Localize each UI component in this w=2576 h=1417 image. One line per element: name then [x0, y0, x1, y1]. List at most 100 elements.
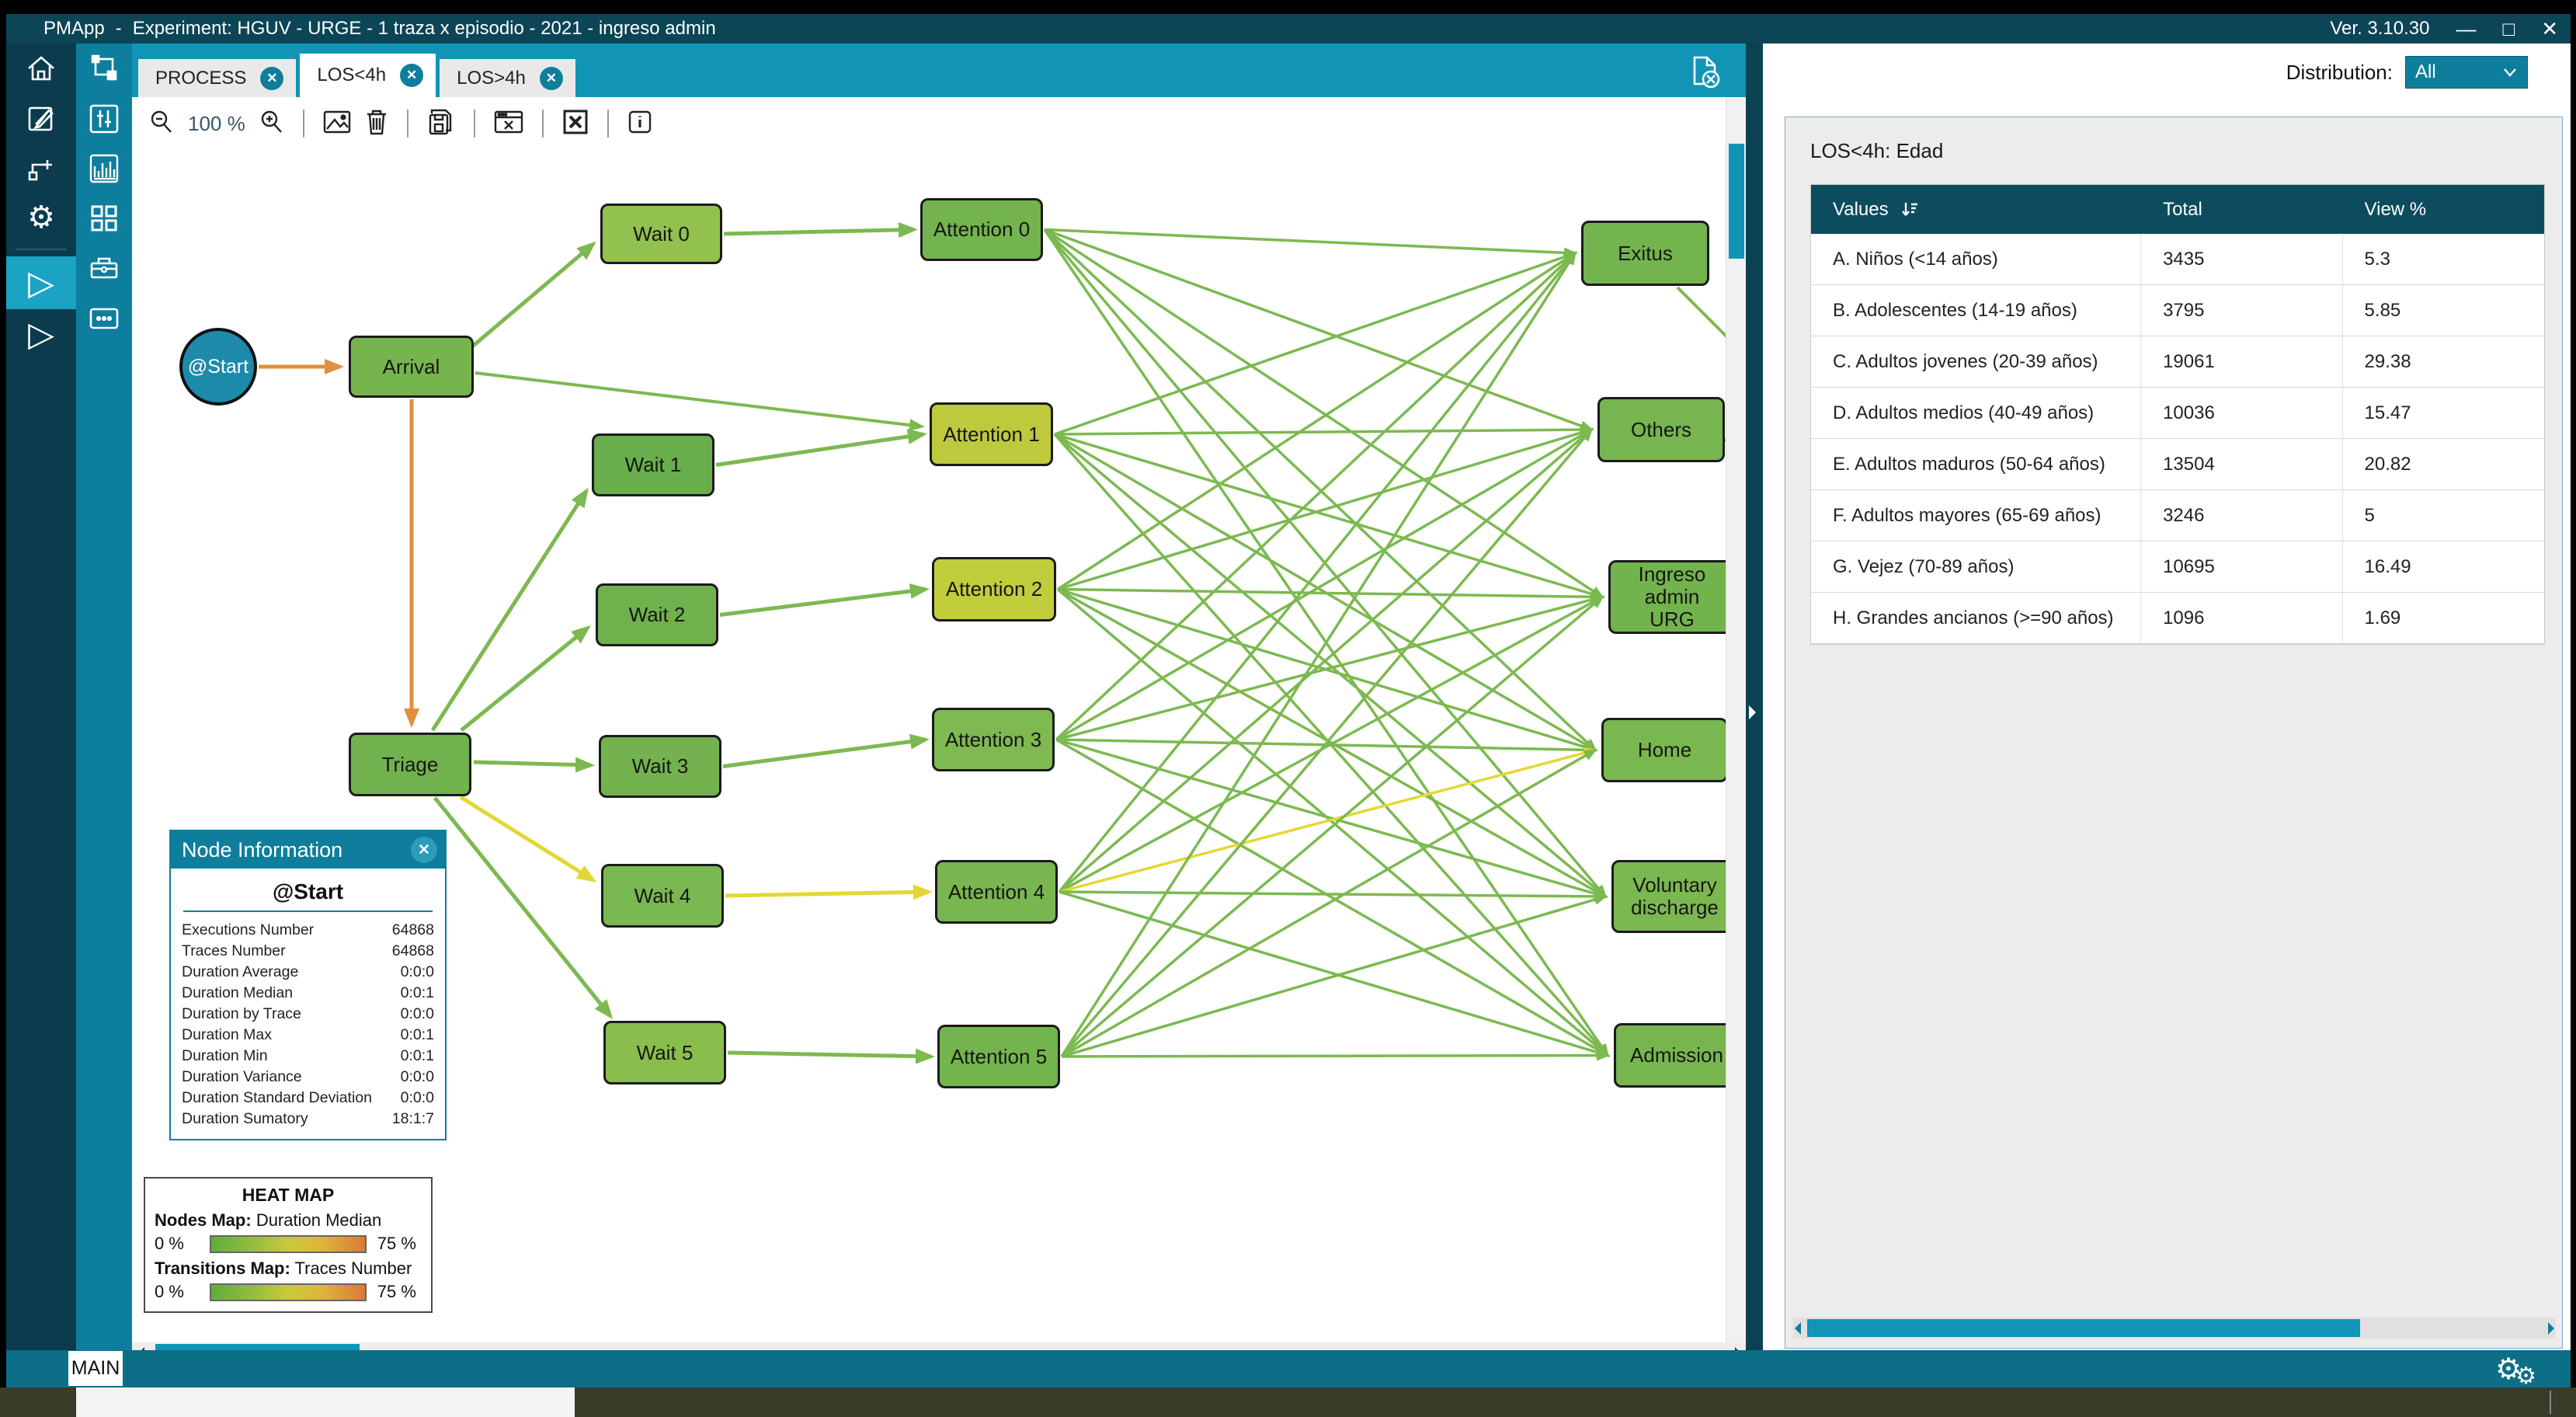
values-column-header[interactable]: Values: [1833, 198, 1889, 220]
node-exitus[interactable]: Exitus: [1581, 221, 1709, 286]
minimize-button[interactable]: —: [2456, 17, 2477, 40]
distribution-dropdown[interactable]: All: [2405, 56, 2528, 89]
panel-splitter[interactable]: [1746, 44, 1763, 1364]
process-model-icon[interactable]: [78, 45, 130, 93]
scroll-left-arrow[interactable]: [1795, 1322, 1801, 1335]
run-secondary-icon[interactable]: ▷: [28, 315, 54, 353]
close-button[interactable]: ✕: [2541, 17, 2558, 40]
tab-LOS<4h[interactable]: LOS<4h✕: [300, 54, 436, 97]
toolbox-icon[interactable]: [78, 244, 130, 292]
filters-icon[interactable]: [78, 95, 130, 143]
view-percent-cell: 15.47: [2364, 402, 2411, 423]
edge-attention3-others: [1055, 428, 1594, 741]
nodes-map-label: Nodes Map:: [155, 1210, 252, 1230]
copy-save-icon[interactable]: [426, 107, 457, 141]
info-icon[interactable]: [626, 108, 654, 140]
node-triage[interactable]: Triage: [349, 733, 471, 796]
edge-attention5-admission: [1061, 1050, 1611, 1061]
add-flow-icon[interactable]: [6, 143, 76, 193]
node-wait4[interactable]: Wait 4: [601, 864, 724, 928]
settings-icon[interactable]: ⚙: [6, 193, 76, 242]
home-icon[interactable]: [6, 44, 76, 93]
total-column-header[interactable]: Total: [2163, 198, 2202, 220]
value-cell: H. Grandes ancianos (>=90 años): [1811, 593, 2142, 643]
node-wait5[interactable]: Wait 5: [603, 1021, 726, 1085]
edge-arrival-attention1: [475, 371, 925, 432]
settings-gears-icon[interactable]: ⚙⚙: [2495, 1353, 2536, 1389]
card-scroll-thumb[interactable]: [1807, 1319, 2360, 1337]
node-label: @Start: [187, 355, 249, 378]
chart-icon[interactable]: [78, 144, 130, 193]
splitter-collapse-icon[interactable]: [1749, 705, 1756, 719]
node-label: Triage: [381, 752, 439, 776]
node-info-close-icon[interactable]: ✕: [411, 837, 437, 863]
node-wait0[interactable]: Wait 0: [600, 204, 722, 264]
process-diagram-canvas[interactable]: 100 %: [132, 97, 1746, 1342]
edit-icon[interactable]: [6, 93, 76, 143]
node-home[interactable]: Home: [1601, 718, 1728, 782]
workspace-tab-main[interactable]: MAIN: [68, 1351, 123, 1386]
node-others[interactable]: Others: [1597, 397, 1725, 462]
node-attention0[interactable]: Attention 0: [920, 198, 1043, 261]
node-wait3[interactable]: Wait 3: [599, 735, 721, 798]
view-percent-cell: 5.3: [2364, 248, 2390, 270]
chevron-down-icon: [2504, 68, 2516, 77]
maximize-button[interactable]: □: [2502, 17, 2515, 40]
node-start[interactable]: @Start: [179, 328, 257, 406]
sort-descending-icon[interactable]: [1900, 200, 1920, 220]
run-icon[interactable]: ▷: [6, 256, 76, 309]
view-percent-cell: 16.49: [2364, 555, 2411, 577]
node-arrival[interactable]: Arrival: [349, 336, 474, 398]
tab-LOS>4h[interactable]: LOS>4h✕: [440, 59, 575, 97]
card-horizontal-scrollbar[interactable]: [1793, 1318, 2556, 1339]
edge-wait2-attention2: [719, 583, 930, 617]
node-wait1[interactable]: Wait 1: [592, 433, 714, 496]
edge-triage-wait5: [433, 796, 614, 1019]
node-label: Admission: [1630, 1043, 1723, 1067]
node-admission[interactable]: Admission: [1614, 1023, 1740, 1088]
info-label: Duration Standard Deviation: [182, 1089, 372, 1106]
tab-close-icon[interactable]: ✕: [260, 66, 284, 90]
node-ingreso[interactable]: Ingreso admin URG: [1608, 560, 1736, 634]
tab-close-icon[interactable]: ✕: [539, 66, 563, 90]
node-attention3[interactable]: Attention 3: [932, 708, 1055, 771]
diagram-edges: [259, 221, 1746, 1064]
export-image-icon[interactable]: [322, 108, 353, 140]
heat-map-title: HEAT MAP: [242, 1185, 335, 1205]
close-document-icon[interactable]: [1685, 53, 1724, 97]
delete-icon[interactable]: [363, 107, 390, 141]
canvas-vertical-scrollbar[interactable]: [1726, 97, 1746, 1342]
toolbar-separator: [302, 110, 304, 138]
node-voluntary[interactable]: Voluntary discharge: [1611, 860, 1738, 933]
values-table-header[interactable]: Values Total View %: [1811, 185, 2544, 234]
more-icon[interactable]: [78, 294, 130, 342]
distribution-value: All: [2415, 61, 2436, 82]
node-attention4[interactable]: Attention 4: [935, 860, 1058, 924]
close-window-icon[interactable]: [492, 108, 525, 140]
edge-attention3-voluntary: [1055, 738, 1608, 899]
grid-icon[interactable]: [78, 194, 130, 242]
view-column-header[interactable]: View %: [2364, 198, 2427, 220]
node-attention1[interactable]: Attention 1: [930, 402, 1053, 466]
scroll-right-arrow[interactable]: [2548, 1322, 2554, 1335]
node-attention2[interactable]: Attention 2: [932, 557, 1056, 621]
vertical-scroll-thumb[interactable]: [1729, 144, 1744, 259]
node-wait2[interactable]: Wait 2: [596, 583, 718, 646]
tab-PROCESS[interactable]: PROCESS✕: [138, 59, 297, 97]
tab-close-icon[interactable]: ✕: [400, 64, 424, 87]
node-label: Wait 4: [634, 883, 691, 907]
zoom-in-icon[interactable]: [258, 108, 286, 140]
excel-export-icon[interactable]: [561, 107, 590, 141]
info-label: Duration by Trace: [182, 1005, 301, 1022]
zoom-out-icon[interactable]: [148, 108, 176, 140]
node-attention5[interactable]: Attention 5: [937, 1025, 1060, 1088]
